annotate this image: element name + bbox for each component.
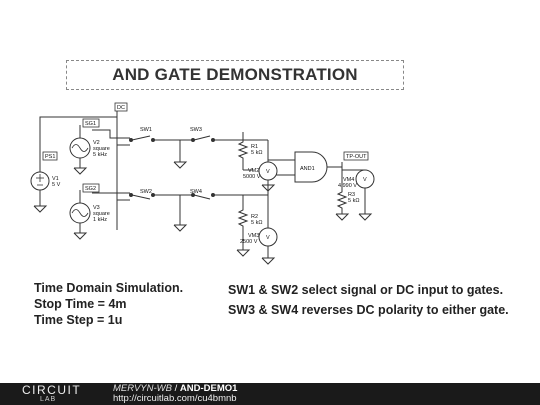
note-line: SW1 & SW2 select signal or DC input to g… [228, 283, 504, 297]
r2-name: R2 [251, 214, 258, 220]
ps1-label: PS1 [45, 154, 55, 160]
vm2-value: 5000 V [243, 174, 261, 180]
v1-value: 5 V [52, 182, 61, 188]
circuit-name[interactable]: AND-DEMO1 [179, 383, 238, 394]
sg1-label: SG1 [85, 121, 96, 127]
circuit-url[interactable]: http://circuitlab.com/cu4bmnb [113, 393, 237, 404]
v3-type: square [93, 211, 110, 217]
tp-out-label: TP-OUT [346, 154, 367, 160]
sg2-label: SG2 [85, 186, 96, 192]
diagram-title: AND GATE DEMONSTRATION [112, 65, 358, 84]
vm3-value: 2500 V [240, 239, 258, 245]
note-line: Time Domain Simulation. [34, 281, 184, 295]
and1-label: AND1 [300, 166, 315, 172]
footer-bar: CIRCUIT LAB MERVYN-WB / AND-DEMO1 http:/… [0, 383, 540, 405]
vm3-name: VM3 [248, 233, 259, 239]
vm3-symbol: V [266, 235, 270, 241]
r3-value: 5 kΩ [348, 198, 359, 204]
sw4-label: SW4 [190, 189, 202, 195]
sw1-label: SW1 [140, 127, 152, 133]
vm2-symbol: V [266, 169, 270, 175]
vm4-name: VM4 [343, 177, 354, 183]
vm4-value: 4.990 V [338, 183, 357, 189]
circuitlab-logo[interactable]: CIRCUIT LAB [22, 384, 94, 404]
logo-text-bottom: LAB [40, 396, 57, 403]
simulation-notes: Time Domain Simulation. Stop Time = 4m T… [34, 280, 183, 328]
sw2-label: SW2 [140, 189, 152, 195]
note-line: Time Step = 1u [34, 313, 123, 327]
v2-type: square [93, 146, 110, 152]
note-line: Stop Time = 4m [34, 297, 127, 311]
note-line: SW3 & SW4 reverses DC polarity to either… [228, 303, 509, 317]
dc-label: DC [117, 105, 125, 111]
switch-notes: SW1 & SW2 select signal or DC input to g… [228, 280, 509, 320]
author-name[interactable]: MERVYN-WB [113, 383, 172, 394]
v3-freq: 1 kHz [93, 217, 107, 223]
title-box: AND GATE DEMONSTRATION [66, 60, 404, 90]
sw3-label: SW3 [190, 127, 202, 133]
circuit-meta: MERVYN-WB / AND-DEMO1 http://circuitlab.… [113, 384, 237, 404]
r1-value: 5 kΩ [251, 150, 262, 156]
logo-text-top: CIRCUIT [22, 383, 82, 397]
r2-value: 5 kΩ [251, 220, 262, 226]
path-separator: / [171, 383, 180, 394]
vm4-symbol: V [363, 177, 367, 183]
circuit-schematic: DC SG1 PS1 SG2 TP-OUT V1 5 V V2 square 5… [30, 102, 375, 265]
v3-name: V3 [93, 205, 100, 211]
v2-freq: 5 kHz [93, 152, 107, 158]
r3-name: R3 [348, 192, 355, 198]
v2-name: V2 [93, 140, 100, 146]
vm2-name: VM2 [248, 168, 259, 174]
r1-name: R1 [251, 144, 258, 150]
v1-name: V1 [52, 176, 59, 182]
